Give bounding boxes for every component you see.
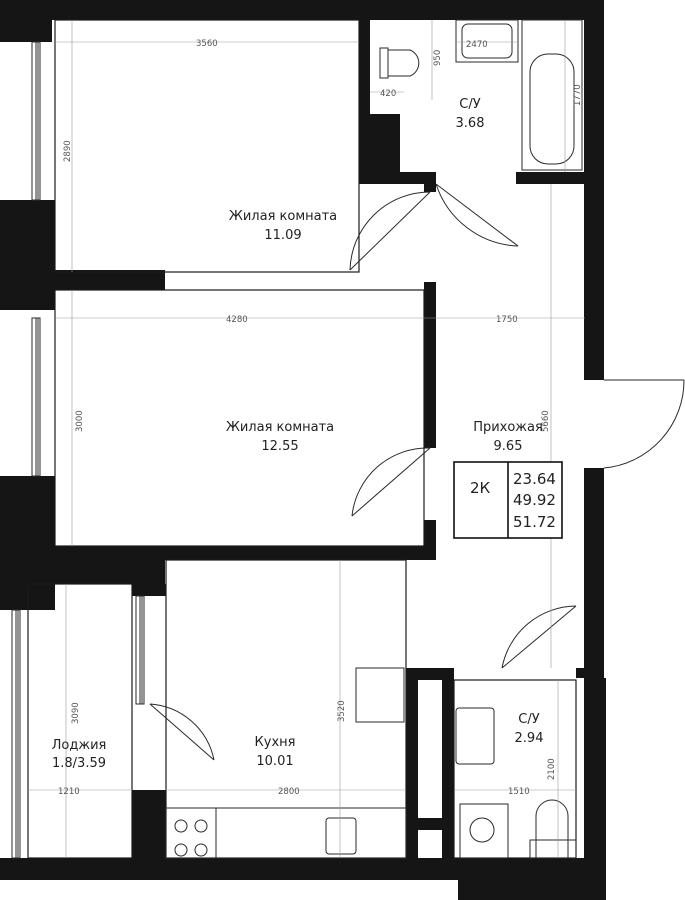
fixtures	[165, 19, 583, 859]
dim-room1-depth: 2890	[63, 140, 73, 162]
apartment-type: 2К	[470, 479, 491, 497]
room-kitchen-area: 10.01	[256, 754, 293, 769]
dim-loggia-width: 1210	[58, 787, 80, 797]
dim-kitchen-width: 2800	[278, 787, 300, 797]
dim-loggia-depth: 3090	[71, 702, 81, 724]
room-loggia-area: 1.8/3.59	[52, 756, 106, 771]
living-area-value: 23.64	[513, 470, 556, 488]
windows	[11, 41, 145, 859]
dim-bath2-width: 1510	[508, 787, 530, 797]
summary-box: 2К 23.64 49.92 51.72	[453, 461, 563, 539]
dim-hall-width: 1750	[496, 315, 518, 325]
dim-kitchen-depth: 3520	[337, 700, 347, 722]
room-hall-area: 9.65	[494, 439, 523, 454]
room-living-1-area: 11.09	[264, 228, 301, 243]
total-area-value: 49.92	[513, 491, 556, 509]
room-bath-2-name: С/У	[518, 712, 539, 727]
room-kitchen-name: Кухня	[255, 735, 296, 750]
dimension-labels: 3560 2890 2470 950 420 1770 4280 3000 17…	[58, 39, 583, 797]
room-hall-name: Прихожая	[473, 420, 543, 435]
dim-bath1-wc: 950	[433, 50, 443, 66]
room-labels: Жилая комната 11.09 С/У 3.68 Жилая комна…	[52, 97, 544, 771]
dim-hall-depth: 5660	[541, 410, 551, 432]
dim-bath1-wc-width: 420	[380, 89, 396, 99]
room-bath-2-area: 2.94	[515, 731, 544, 746]
room-living-1-name: Жилая комната	[229, 209, 337, 224]
room-bath-1-name: С/У	[459, 97, 480, 112]
room-living-2-name: Жилая комната	[226, 420, 334, 435]
walls	[0, 0, 606, 900]
dim-room2-depth: 3000	[75, 410, 85, 432]
dimension-lines	[28, 20, 585, 858]
dim-room2-width: 4280	[226, 315, 248, 325]
room-living-2-area: 12.55	[261, 439, 298, 454]
dim-bath2-depth: 2100	[547, 758, 557, 780]
dim-bath1-basin: 2470	[466, 40, 488, 50]
dim-bath1-tub: 1770	[573, 84, 583, 106]
room-loggia-name: Лоджия	[52, 738, 107, 753]
total-with-loggia-value: 51.72	[513, 513, 556, 531]
dim-room1-width: 3560	[196, 39, 218, 49]
room-bath-1-area: 3.68	[456, 116, 485, 131]
doors	[149, 183, 685, 761]
